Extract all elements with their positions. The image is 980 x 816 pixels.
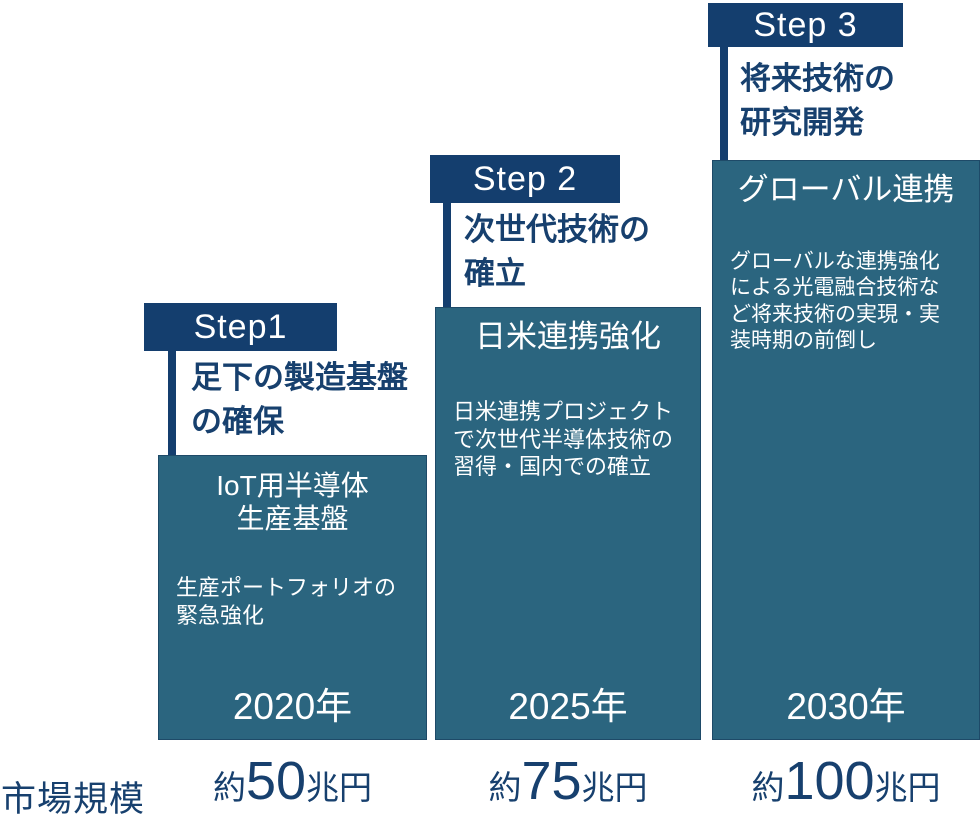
step2-label: Step 2 <box>472 159 578 198</box>
step2-box-body: 日米連携プロジェクト で次世代半導体技術の 習得・国内での確立 <box>453 399 674 480</box>
step2-goal-text: 次世代技術の 確立 <box>464 212 650 292</box>
step1-box-body: 生産ポートフォリオの 緊急強化 <box>176 575 397 628</box>
step1-box: IoT用半導体 生産基盤 生産ポートフォリオの 緊急強化 2020年 <box>158 455 427 740</box>
step2-header: Step 2 <box>430 155 620 203</box>
step3-market-size: 約100兆円 <box>712 752 980 810</box>
step2-market-number: 75 <box>521 751 582 811</box>
step1-goal-text: 足下の製造基盤 の確保 <box>191 360 408 440</box>
step2-market-size: 約75兆円 <box>435 752 701 810</box>
market-scale-label: 市場規模 <box>1 780 146 816</box>
step3-box-body: グローバルな連携強化 による光電融合技術な ど将来技術の実現・実 装時期の前倒し <box>730 250 940 353</box>
step2-market-unit: 兆円 <box>581 769 648 806</box>
step3-year: 2030年 <box>786 686 906 727</box>
step3-header: Step 3 <box>708 3 903 47</box>
step1-connector-line <box>168 350 176 456</box>
step1-market-approx: 約 <box>212 769 246 806</box>
step1-market-number: 50 <box>245 751 307 811</box>
step3-box-title: グローバル連携 <box>737 172 955 207</box>
step2-box: 日米連携強化 日米連携プロジェクト で次世代半導体技術の 習得・国内での確立 2… <box>435 307 701 740</box>
step2-box-title: 日米連携強化 <box>475 319 661 354</box>
step3-connector-line <box>720 46 728 161</box>
step2-connector-line <box>443 202 451 308</box>
step3-market-unit: 兆円 <box>874 769 941 806</box>
step1-box-title: IoT用半導体 生産基盤 <box>216 470 369 535</box>
step3-label: Step 3 <box>753 5 858 44</box>
step2-year: 2025年 <box>508 686 628 727</box>
step2-market-approx: 約 <box>488 769 522 806</box>
step3-market-approx: 約 <box>751 769 785 806</box>
step3-goal-text: 将来技術の 研究開発 <box>740 61 895 141</box>
step1-market-unit: 兆円 <box>306 769 373 806</box>
step3-box: グローバル連携 グローバルな連携強化 による光電融合技術な ど将来技術の実現・実… <box>712 160 980 740</box>
step1-label: Step1 <box>193 307 288 346</box>
step1-year: 2020年 <box>232 686 353 727</box>
step1-header: Step1 <box>144 303 337 351</box>
step1-market-size: 約50兆円 <box>158 752 427 810</box>
step3-market-number: 100 <box>784 751 875 811</box>
